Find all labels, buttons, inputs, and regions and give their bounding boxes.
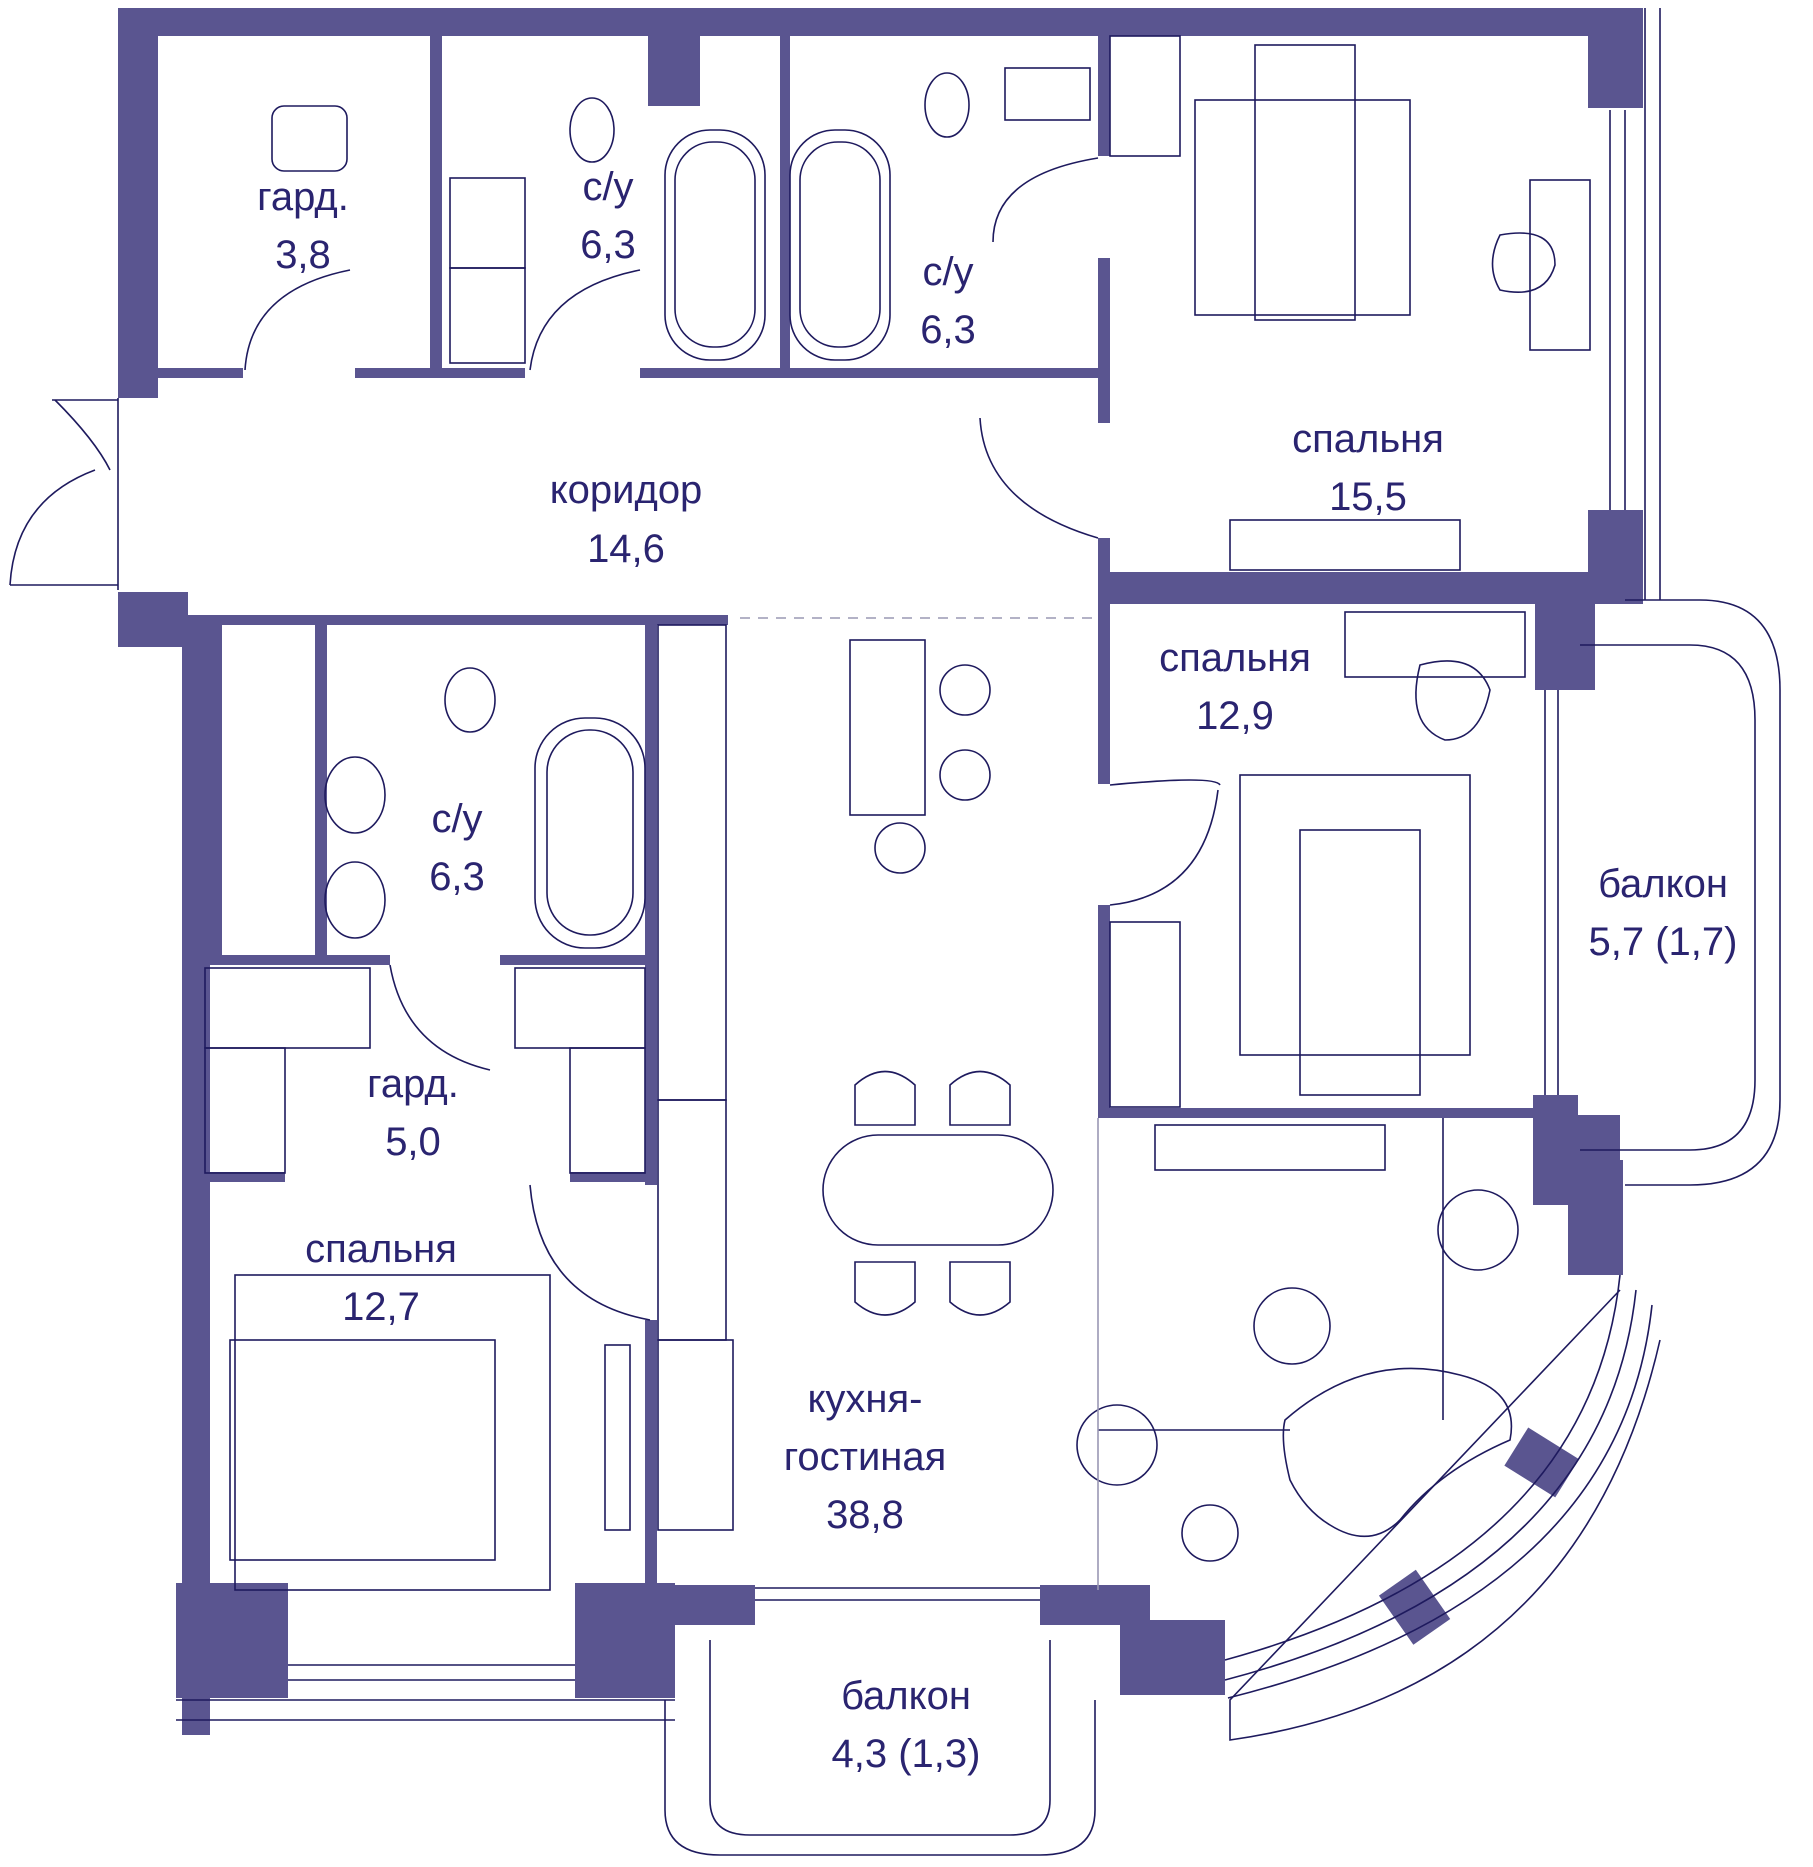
bedroom-2-name: спальня: [1159, 636, 1311, 680]
balcony-2-area: 4,3 (1,3): [832, 1732, 981, 1776]
closet-1-area: 3,8: [275, 233, 331, 277]
closet-2-name: гард.: [367, 1062, 459, 1106]
balcony-1-area: 5,7 (1,7): [1589, 920, 1738, 964]
balcony-1-name: балкон: [1598, 862, 1728, 906]
bedroom-2-area: 12,9: [1196, 694, 1274, 738]
balcony-2-name: балкон: [841, 1674, 971, 1718]
closet-2-area: 5,0: [385, 1120, 441, 1164]
lines: [9, 8, 1781, 1856]
bathroom-3-name: с/у: [431, 797, 482, 841]
closet-1-name: гард.: [257, 175, 349, 219]
bathroom-2-area: 6,3: [920, 308, 976, 352]
room-labels: гард. 3,8 с/у 6,3 с/у 6,3 спальня 15,5 к…: [257, 165, 1737, 1776]
bedroom-1-name: спальня: [1292, 417, 1444, 461]
corridor-area: 14,6: [587, 527, 665, 571]
kitchen-living-name: кухня-: [807, 1377, 922, 1421]
kitchen-living-name-2: гостиная: [784, 1435, 947, 1479]
bedroom-1-area: 15,5: [1329, 475, 1407, 519]
corridor-name: коридор: [550, 468, 703, 512]
bathroom-1-area: 6,3: [580, 223, 636, 267]
bathroom-2-name: с/у: [922, 250, 973, 294]
bedroom-3-name: спальня: [305, 1227, 457, 1271]
bedroom-3-area: 12,7: [342, 1285, 420, 1329]
bathroom-1-name: с/у: [582, 165, 633, 209]
kitchen-living-area: 38,8: [826, 1493, 904, 1537]
bathroom-3-area: 6,3: [429, 855, 485, 899]
walls: [118, 8, 1643, 1735]
